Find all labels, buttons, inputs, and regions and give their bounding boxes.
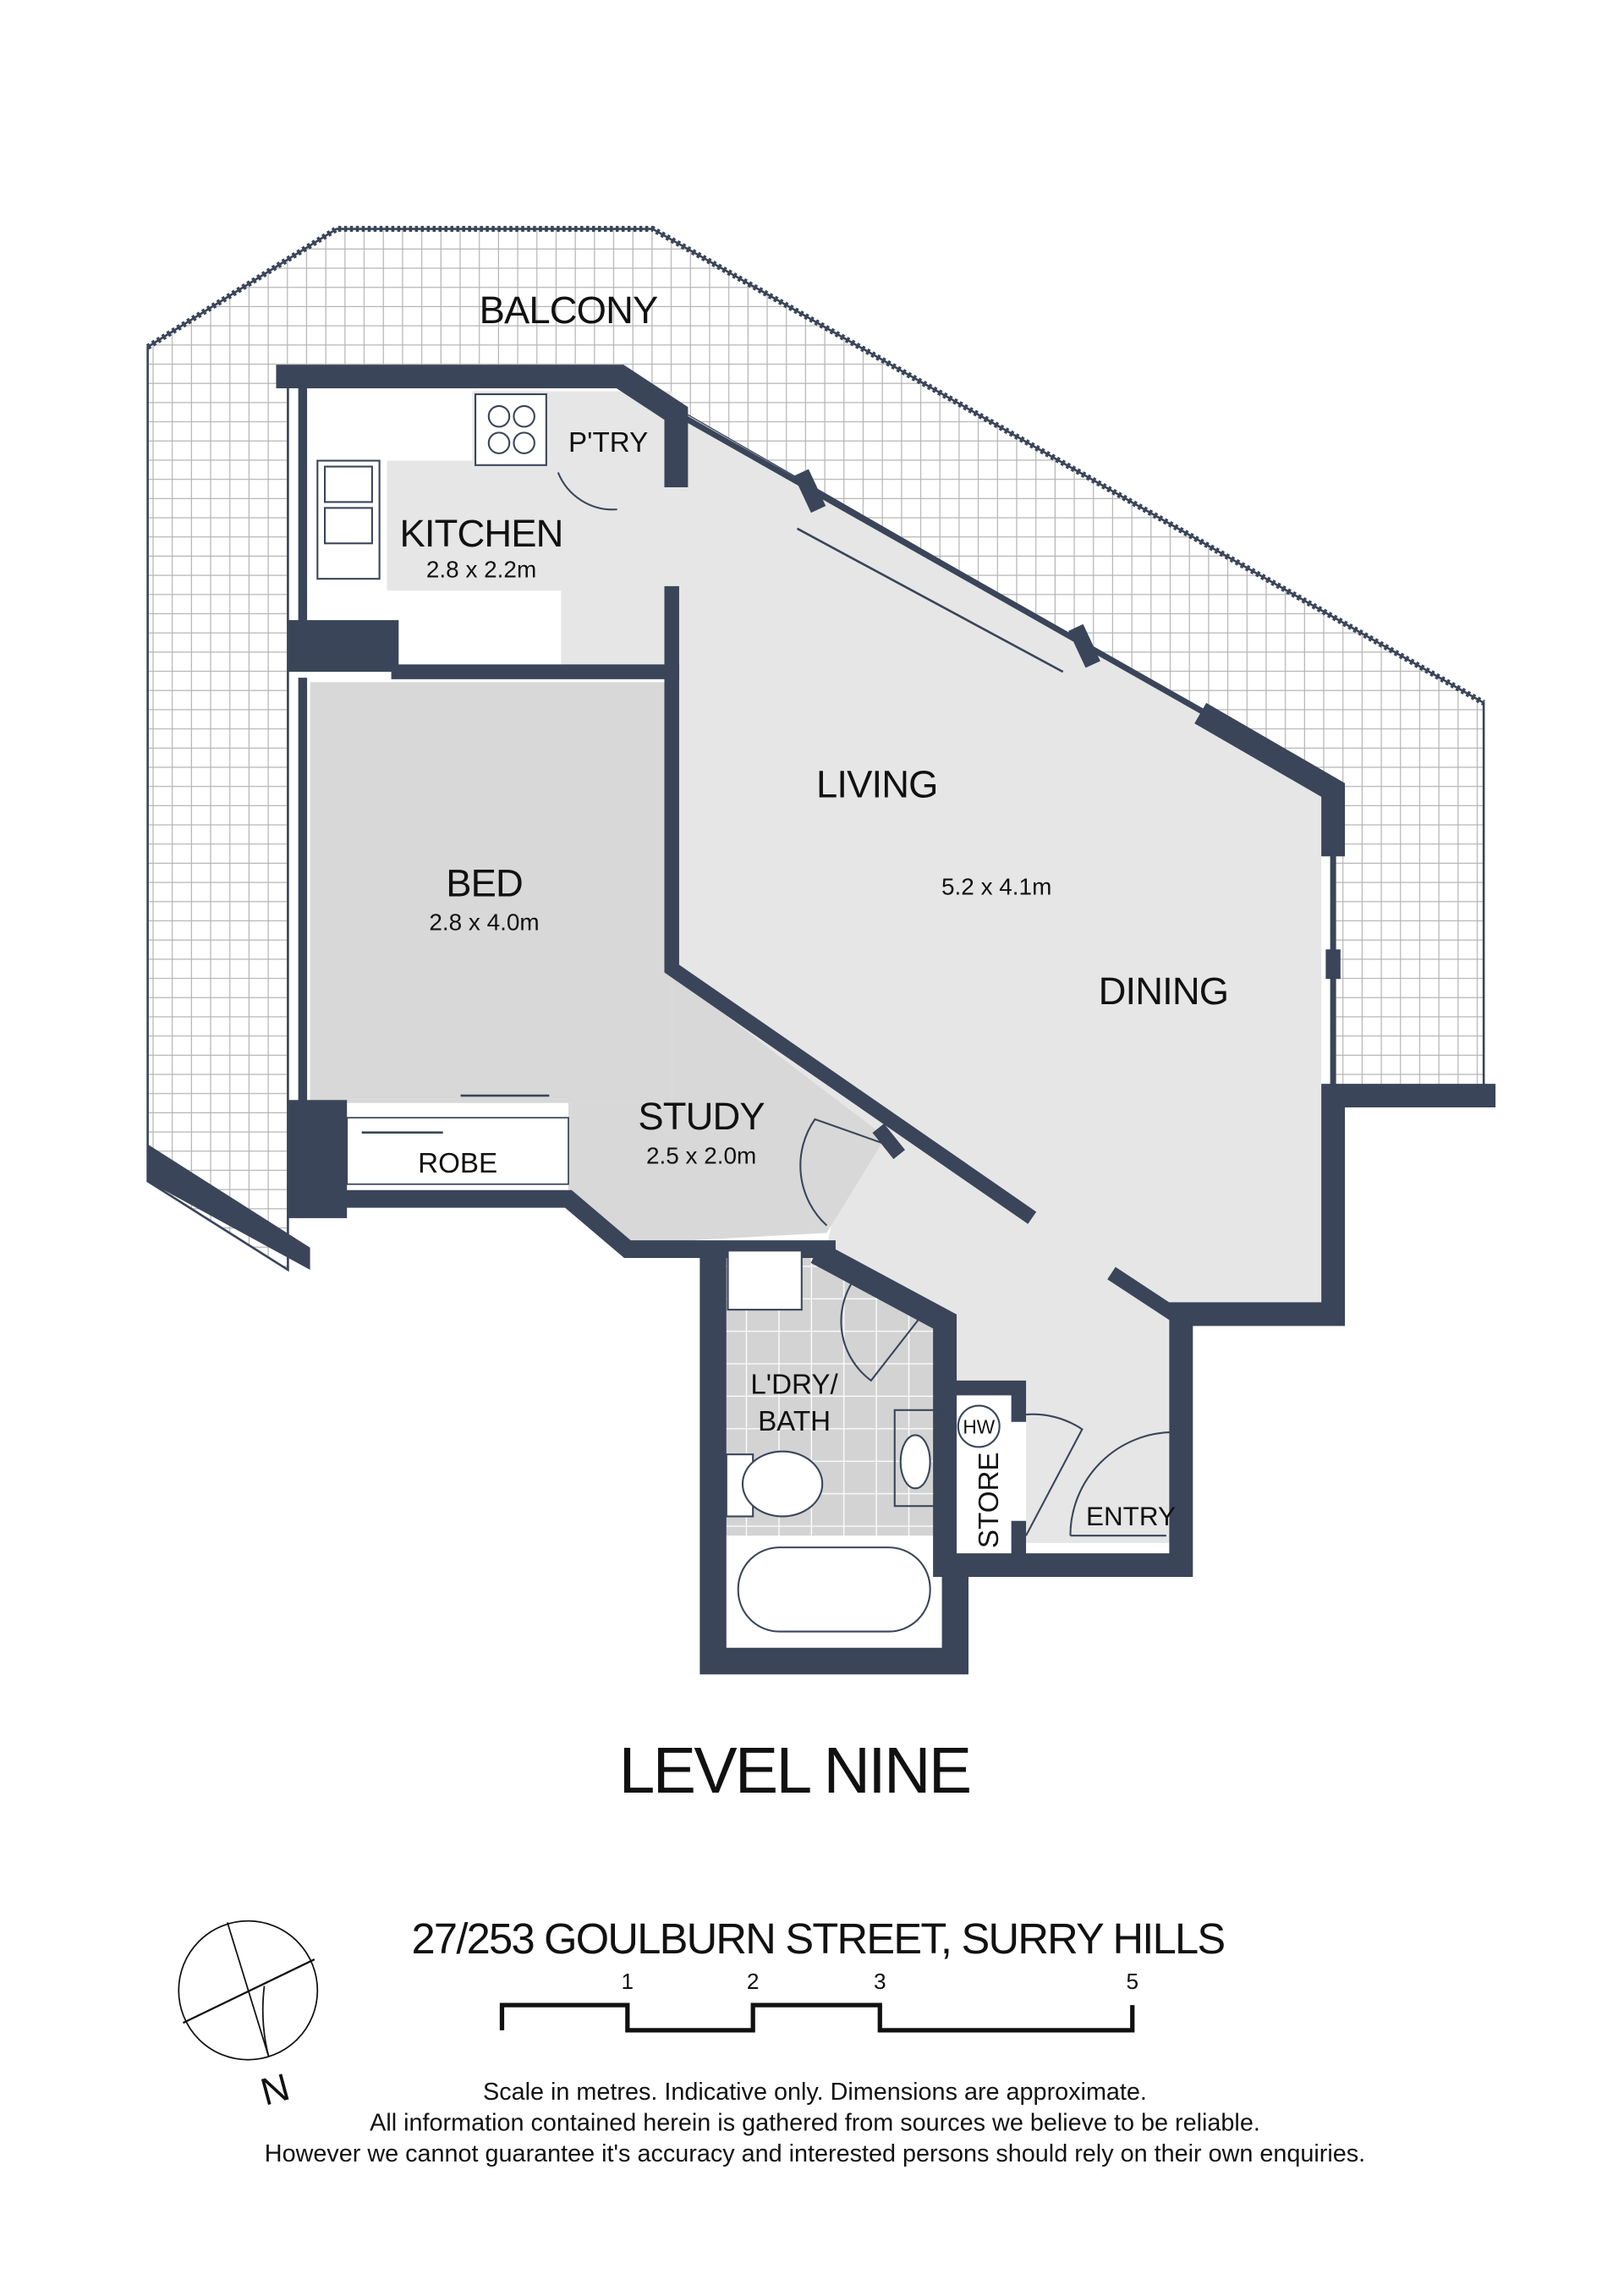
living-label: LIVING [816,762,938,805]
pantry-door [557,472,617,511]
vanity [893,1409,943,1508]
entry-label: ENTRY [1086,1502,1176,1531]
dining-label: DINING [1099,969,1229,1013]
level-title: LEVEL NINE [619,1734,970,1807]
kitchen-floor [387,391,672,673]
hot-water-unit [957,1404,1001,1448]
north-label: N [256,2065,294,2114]
bed-dims: 2.8 x 4.0m [429,909,539,936]
balcony-label: BALCONY [480,288,658,332]
scale-tick-2: 2 [747,1969,760,1994]
walls [147,365,1496,1675]
study-door [799,1118,886,1227]
robe-sliding-arrows [361,1094,550,1134]
address: 27/253 GOULBURN STREET, SURRY HILLS [412,1914,1225,1963]
study-dims: 2.5 x 2.0m [646,1142,756,1168]
living-dims: 5.2 x 4.1m [941,874,1051,900]
north-compass-icon: N [178,1920,319,2114]
scale-tick-5: 5 [1126,1969,1138,1994]
bed-label: BED [446,861,523,904]
bath-door [840,1272,924,1382]
disclaimer-line-1: Scale in metres. Indicative only. Dimens… [483,2079,1147,2106]
study-floor [568,974,886,1244]
living-dining-floor [672,405,1322,1543]
shower [727,1250,803,1311]
kitchen-sink [316,459,381,580]
entry-door [1069,1431,1174,1537]
laundry-label: L'DRY/ [750,1370,838,1401]
sliding-door-arrow [796,527,1064,673]
study-label: STUDY [638,1095,765,1138]
pantry-label: P'TRY [568,427,648,459]
disclaimer-line-2: All information contained herein is gath… [370,2110,1260,2137]
store-label: STORE [974,1452,1005,1548]
scale-tick-1: 1 [622,1969,634,1994]
basin [899,1434,931,1490]
bath-label: BATH [758,1406,831,1437]
hot-water-label: HW [963,1416,995,1438]
robe-label: ROBE [418,1148,497,1179]
kitchen-dims: 2.8 x 2.2m [426,556,536,582]
bed-floor [310,682,672,1103]
cooktop [475,393,547,466]
toilet [725,1450,824,1518]
disclaimer-line-3: However we cannot guarantee it's accurac… [265,2140,1365,2167]
scale-tick-3: 3 [874,1969,886,1994]
bathtub [737,1546,931,1633]
store-door [1025,1413,1084,1536]
kitchen-label: KITCHEN [400,512,563,555]
scale-bar: 1 2 3 5 [499,1969,1138,2033]
